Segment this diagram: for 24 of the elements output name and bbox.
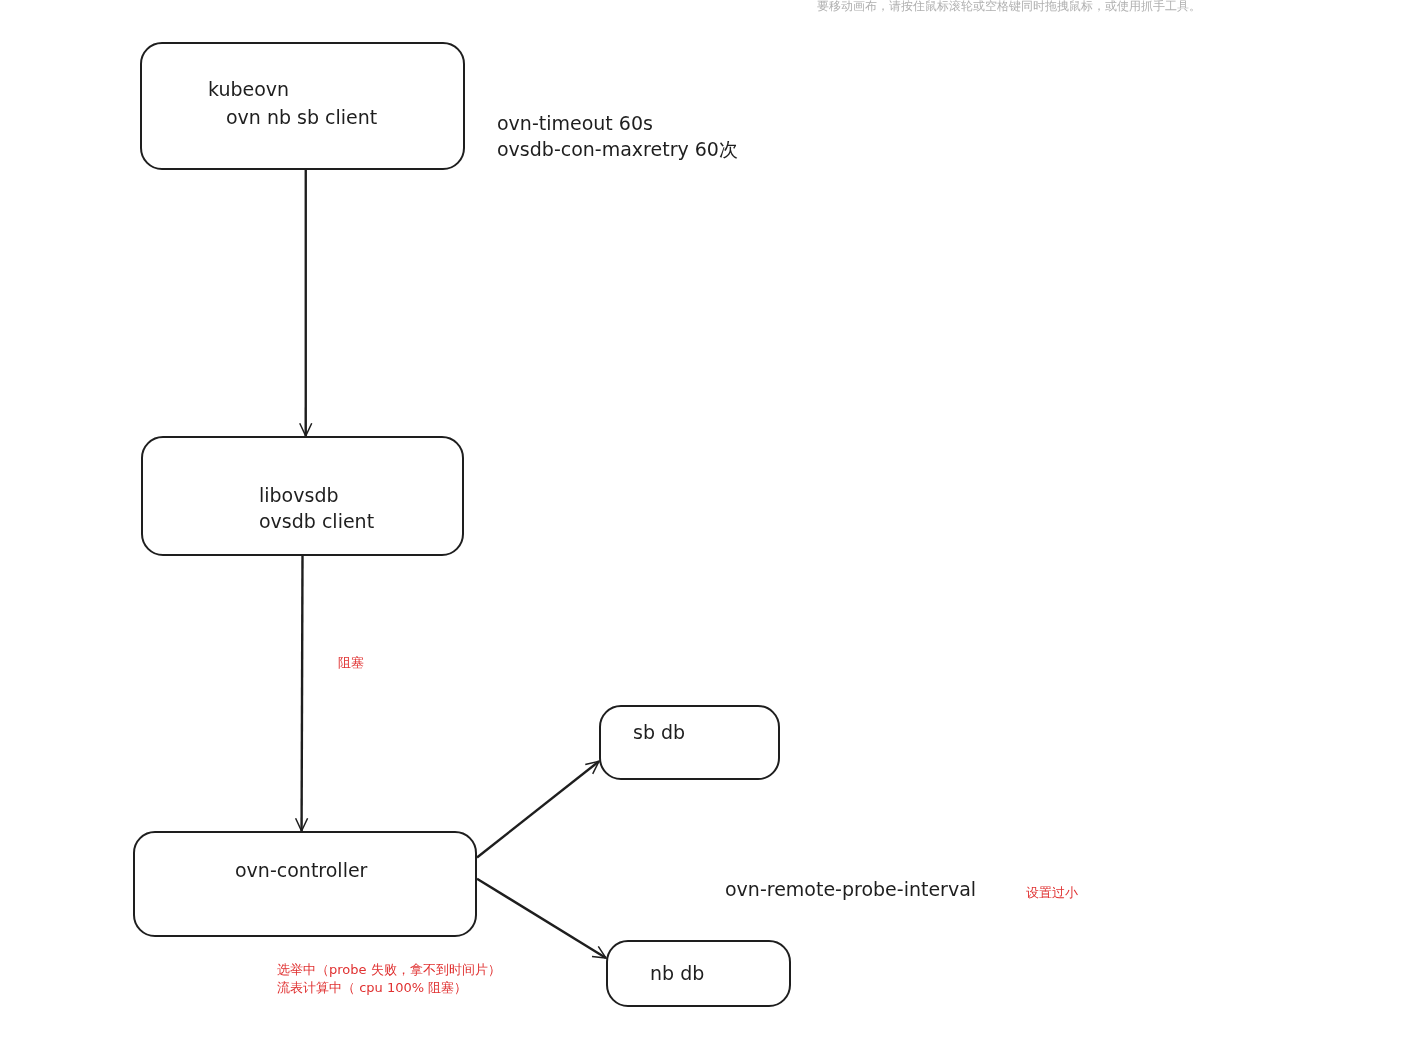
- node-label: ovn nb sb client: [226, 106, 378, 128]
- node-label: ovsdb client: [259, 510, 375, 532]
- node-label: libovsdb: [259, 484, 339, 506]
- annotation-text: ovsdb-con-maxretry 60次: [497, 137, 738, 162]
- node-label: kubeovn: [208, 78, 290, 100]
- note-text: 选举中（probe 失败，拿不到时间片）: [277, 961, 501, 979]
- node-label: nb db: [650, 962, 705, 984]
- process-box: [141, 436, 464, 556]
- arrow: [299, 170, 313, 437]
- process-box: [599, 705, 780, 780]
- node-label: sb db: [633, 721, 686, 743]
- annotation-text: ovn-timeout 60s: [497, 112, 653, 134]
- process-box: [133, 831, 477, 937]
- note-text: 流表计算中（ cpu 100% 阻塞）: [277, 979, 468, 997]
- arrow: [294, 556, 309, 832]
- note-text: 设置过小: [1026, 884, 1078, 902]
- note-text: 阻塞: [338, 654, 364, 672]
- annotation-text: ovn-remote-probe-interval: [725, 878, 977, 900]
- process-box: [606, 940, 791, 1007]
- arrow: [476, 877, 607, 960]
- node-label: ovn-controller: [235, 859, 368, 881]
- arrow: [476, 760, 600, 859]
- process-box: [140, 42, 465, 170]
- hint-text: 要移动画布，请按住鼠标滚轮或空格键同时拖拽鼠标，或使用抓手工具。: [817, 0, 1201, 15]
